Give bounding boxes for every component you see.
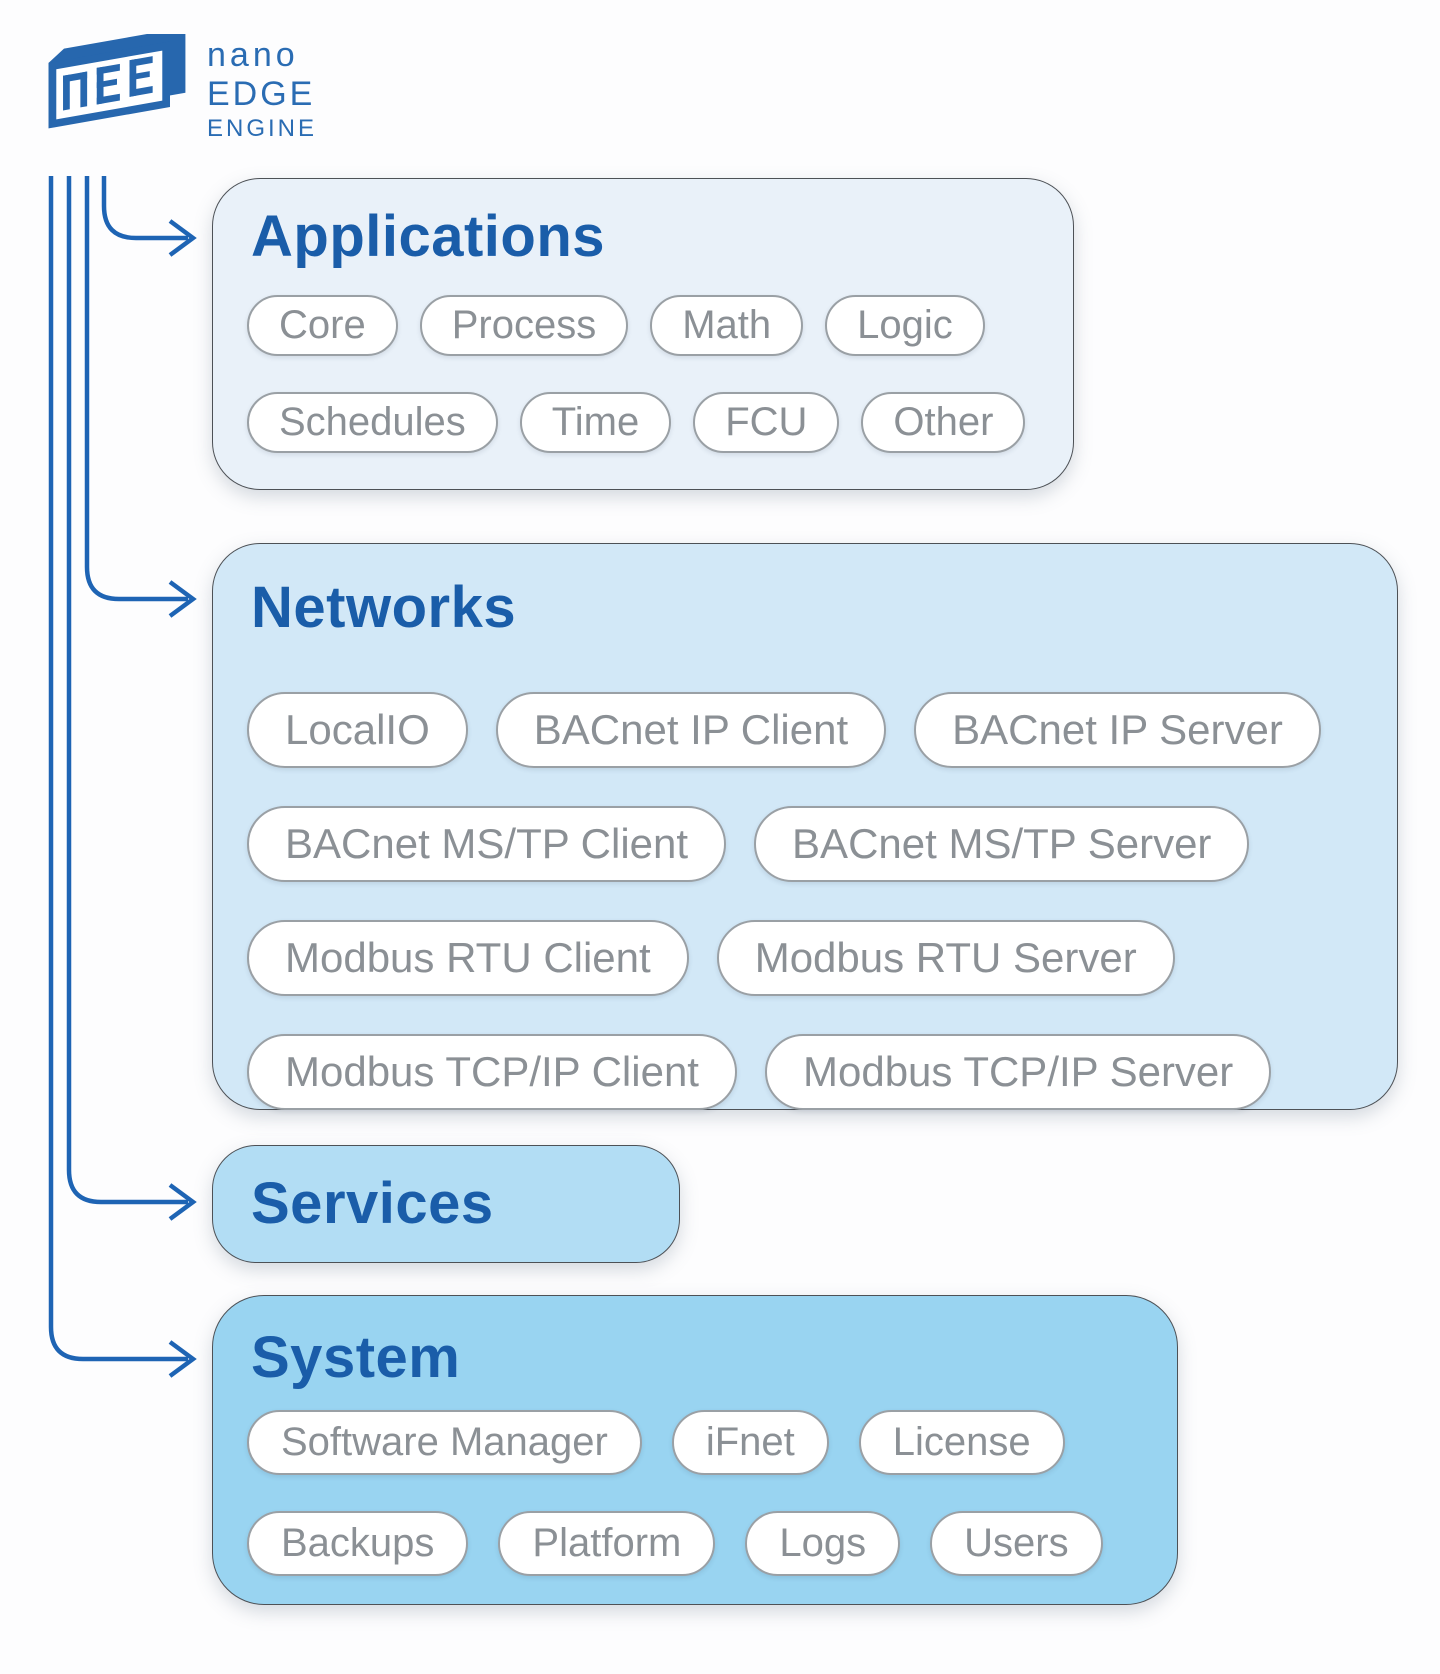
pill-software-manager: Software Manager — [247, 1409, 642, 1475]
pill-platform: Platform — [498, 1510, 716, 1576]
pill-modbus-tcp-ip-server: Modbus TCP/IP Server — [764, 1033, 1272, 1110]
pill-modbus-rtu-client: Modbus RTU Client — [247, 919, 689, 996]
pill-row: BACnet MS/TP Client BACnet MS/TP Server — [247, 805, 1363, 882]
pill-core: Core — [247, 294, 398, 356]
pill-modbus-rtu-server: Modbus RTU Server — [716, 919, 1175, 996]
pill-modbus-tcp-ip-client: Modbus TCP/IP Client — [247, 1033, 737, 1110]
section-title-networks: Networks — [251, 575, 517, 640]
pill-bacnet-ms-tp-client: BACnet MS/TP Client — [247, 805, 727, 882]
section-title-system: System — [251, 1325, 461, 1390]
pill-row: LocalIO BACnet IP Client BACnet IP Server — [247, 691, 1363, 768]
arrow-to-system — [48, 176, 197, 1378]
nano-edge-engine-logo-icon — [48, 34, 186, 129]
logo-wordmark: nano EDGE ENGINE — [207, 38, 317, 141]
pill-other: Other — [861, 391, 1026, 453]
pill-process: Process — [419, 294, 629, 356]
pill-bacnet-ip-server: BACnet IP Server — [914, 691, 1321, 768]
pill-localio: LocalIO — [247, 691, 468, 768]
arrow-to-applications — [101, 176, 197, 257]
section-title-applications: Applications — [251, 204, 606, 269]
pill-time: Time — [519, 391, 672, 453]
pill-row: Backups Platform Logs Users — [247, 1510, 1143, 1576]
logo-word-edge: EDGE — [207, 75, 316, 113]
section-networks: Networks LocalIO BACnet IP Client BACnet I… — [212, 543, 1398, 1110]
pill-math: Math — [650, 294, 804, 356]
arrow-to-networks — [84, 176, 197, 618]
pill-license: License — [858, 1409, 1065, 1475]
logo: nano EDGE ENGINE — [43, 34, 317, 141]
pill-row: Schedules Time FCU Other — [247, 391, 1039, 453]
pill-logs: Logs — [745, 1510, 901, 1576]
pill-logic: Logic — [825, 294, 985, 356]
logo-word-nano: nano — [207, 36, 299, 74]
pill-users: Users — [930, 1510, 1103, 1576]
pill-row: Software Manager iFnet License — [247, 1409, 1143, 1475]
section-title-services: Services — [251, 1171, 494, 1237]
pill-bacnet-ip-client: BACnet IP Client — [495, 691, 887, 768]
pill-ifnet: iFnet — [671, 1409, 829, 1475]
pill-fcu: FCU — [693, 391, 840, 453]
logo-word-engine: ENGINE — [207, 115, 318, 142]
pill-row: Modbus TCP/IP Client Modbus TCP/IP Server — [247, 1033, 1363, 1110]
pill-bacnet-ms-tp-server: BACnet MS/TP Server — [754, 805, 1250, 882]
pill-schedules: Schedules — [247, 391, 498, 453]
pill-row: Modbus RTU Client Modbus RTU Server — [247, 919, 1363, 996]
pill-backups: Backups — [247, 1510, 469, 1576]
section-services: Services — [212, 1145, 680, 1263]
arrow-to-services — [66, 176, 197, 1221]
pill-row: Core Process Math Logic — [247, 294, 1039, 356]
